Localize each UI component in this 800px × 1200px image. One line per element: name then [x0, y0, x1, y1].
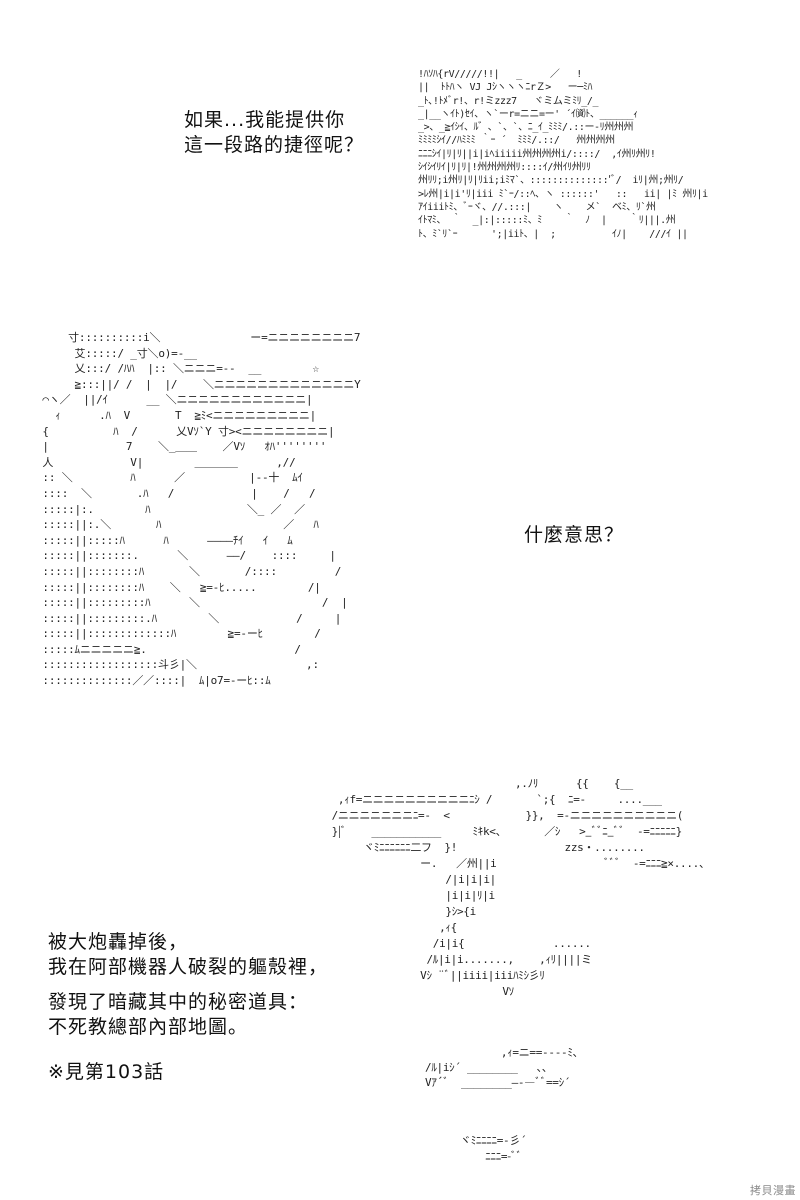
footnote: ※見第103話: [48, 1061, 165, 1083]
ascii-art-glasses-face: ,.ﾉﾘ {{ {__ ,ｨf=ニニニニニニニニニニﾆｼ / `;{ ﾆ=- .…: [331, 777, 710, 998]
ascii-art-hooded-figure: !ﾊｿﾊ{rV/////!!| _ ／ ! || ﾄﾄﾊヽ VJ Jｼヽヽヽﾆr…: [418, 69, 708, 240]
narration-line: 被大炮轟掉後，: [48, 931, 189, 953]
speech-shortcut: 如果...我能提供你 這一段路的捷徑呢？: [184, 108, 364, 158]
ascii-art-mouth: ,ｨ=ニ==---‐ﾐ、 /ﾙ|iｼ´ ________ 、、 Vｱ´ﾞ ___…: [425, 1046, 584, 1089]
ascii-art-face-with-cannon: 寸::::::::::i＼ ー=ニニニニニニニニ7 艾:::::/ _寸＼o)=…: [42, 331, 361, 688]
speech-line: 這一段路的捷徑呢？: [184, 134, 365, 156]
watermark: 拷貝漫畫: [750, 1184, 796, 1197]
narration-story: 被大炮轟掉後， 我在阿部機器人破裂的軀殼裡， 發現了暗藏其中的秘密道具： 不死教…: [48, 930, 328, 1085]
speech-what-do-you-mean: 什麼意思？: [524, 524, 625, 546]
narration-line: 我在阿部機器人破裂的軀殼裡，: [48, 956, 329, 978]
speech-line: 如果...我能提供你: [184, 109, 346, 131]
spacer: [48, 1040, 328, 1050]
spacer: [48, 980, 328, 990]
spacer: [48, 1050, 328, 1060]
narration-line: 發現了暗藏其中的秘密道具：: [48, 991, 309, 1013]
narration-line: 不死教總部內部地圖。: [48, 1016, 249, 1038]
ascii-art-chin: ヾﾐﾆﾆﾆﾆ=-彡´ ﾆﾆﾆ=-ﾞﾞ: [460, 1134, 527, 1163]
